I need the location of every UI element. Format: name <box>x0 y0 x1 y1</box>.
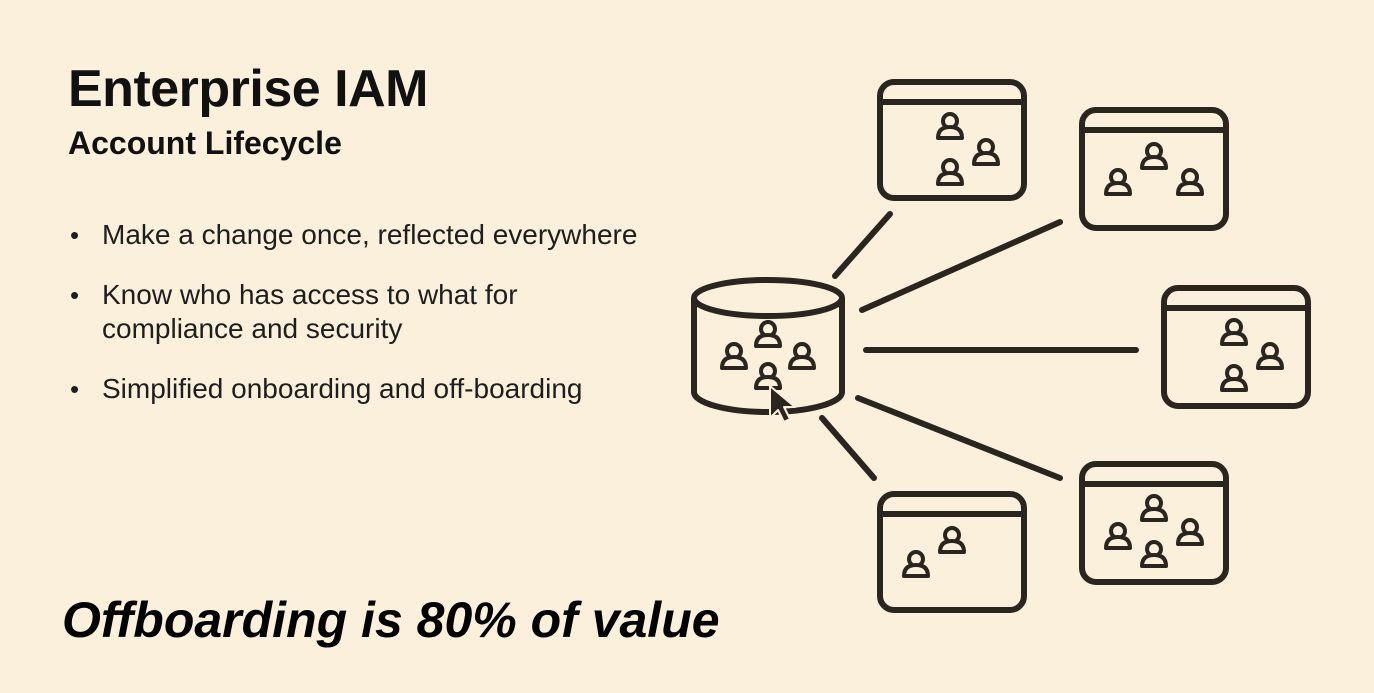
connector-line <box>855 395 1063 481</box>
app-window-icon <box>1079 107 1229 231</box>
app-window-icon <box>877 79 1027 201</box>
connector-line <box>819 415 877 481</box>
bullet-text: Make a change once, reflected everywhere <box>102 219 638 250</box>
slide-subtitle: Account Lifecycle <box>68 125 342 161</box>
mouse-pointer-icon <box>769 385 796 423</box>
bullet-list: • Make a change once, reflected everywhe… <box>70 218 650 432</box>
slide-tagline: Offboarding is 80% of value <box>62 592 720 648</box>
connector-lines <box>819 211 1139 481</box>
database-users-icon <box>691 277 845 415</box>
app-window-icon <box>1161 285 1311 409</box>
bullet-item: • Know who has access to what for compli… <box>70 278 650 346</box>
bullet-dot-icon: • <box>70 280 80 310</box>
connector-line <box>859 219 1063 313</box>
bullet-dot-icon: • <box>70 220 80 250</box>
bullet-text: Know who has access to what for complian… <box>102 279 518 344</box>
app-window-icon <box>1079 461 1229 585</box>
bullet-dot-icon: • <box>70 374 80 404</box>
bullet-item: • Make a change once, reflected everywhe… <box>70 218 650 252</box>
bullet-item: • Simplified onboarding and off-boarding <box>70 372 650 406</box>
app-window-icon <box>877 491 1027 613</box>
connector-line <box>832 211 893 279</box>
slide-title: Enterprise IAM <box>68 60 428 118</box>
bullet-text: Simplified onboarding and off-boarding <box>102 373 583 404</box>
